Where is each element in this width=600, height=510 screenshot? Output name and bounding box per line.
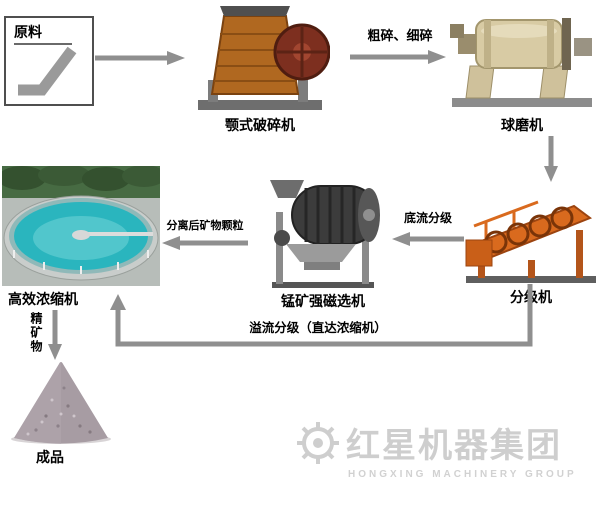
concentrate-arrow-label: 精矿物 xyxy=(29,312,43,354)
jaw-crusher-label: 颚式破碎机 xyxy=(225,117,295,133)
product-image xyxy=(11,362,111,444)
overflow-path-label: 溢流分级（直达浓缩机） xyxy=(249,321,387,335)
watermark-gear-icon xyxy=(297,421,339,464)
arrow-raw-to-crusher xyxy=(95,51,185,65)
classifier-image xyxy=(465,200,596,283)
arrow-thickener-to-product xyxy=(48,310,62,360)
arrow-separator-to-thickener xyxy=(162,236,248,250)
crush-arrow-label: 粗碎、细碎 xyxy=(367,28,433,43)
watermark-tagline: HONGXING MACHINERY GROUP xyxy=(348,469,577,480)
chute-icon xyxy=(18,46,77,96)
product-label: 成品 xyxy=(36,449,64,465)
watermark: 红星机器集团 HONGXING MACHINERY GROUP xyxy=(296,418,596,480)
jaw-crusher-image xyxy=(198,6,330,110)
magnetic-separator-image xyxy=(270,180,380,288)
underflow-arrow-label: 底流分级 xyxy=(403,211,452,225)
magnetic-separator-label: 锰矿强磁选机 xyxy=(281,293,365,309)
overflow-return-path xyxy=(110,284,533,347)
raw-material-label: 原料 xyxy=(14,24,42,40)
ball-mill-image xyxy=(450,18,592,107)
watermark-brand: 红星机器集团 xyxy=(346,427,562,465)
ball-mill-label: 球磨机 xyxy=(501,117,543,133)
thickener-label: 高效浓缩机 xyxy=(8,291,78,307)
separated-arrow-label: 分离后矿物颗粒 xyxy=(166,220,244,232)
raw-material-underline xyxy=(14,43,72,45)
arrow-classifier-to-separator xyxy=(392,232,464,246)
raw-material-box: 原料 xyxy=(4,16,94,106)
arrow-ballmill-to-classifier xyxy=(544,136,558,182)
thickener-image xyxy=(2,166,160,286)
arrow-crusher-to-ballmill xyxy=(350,50,446,64)
